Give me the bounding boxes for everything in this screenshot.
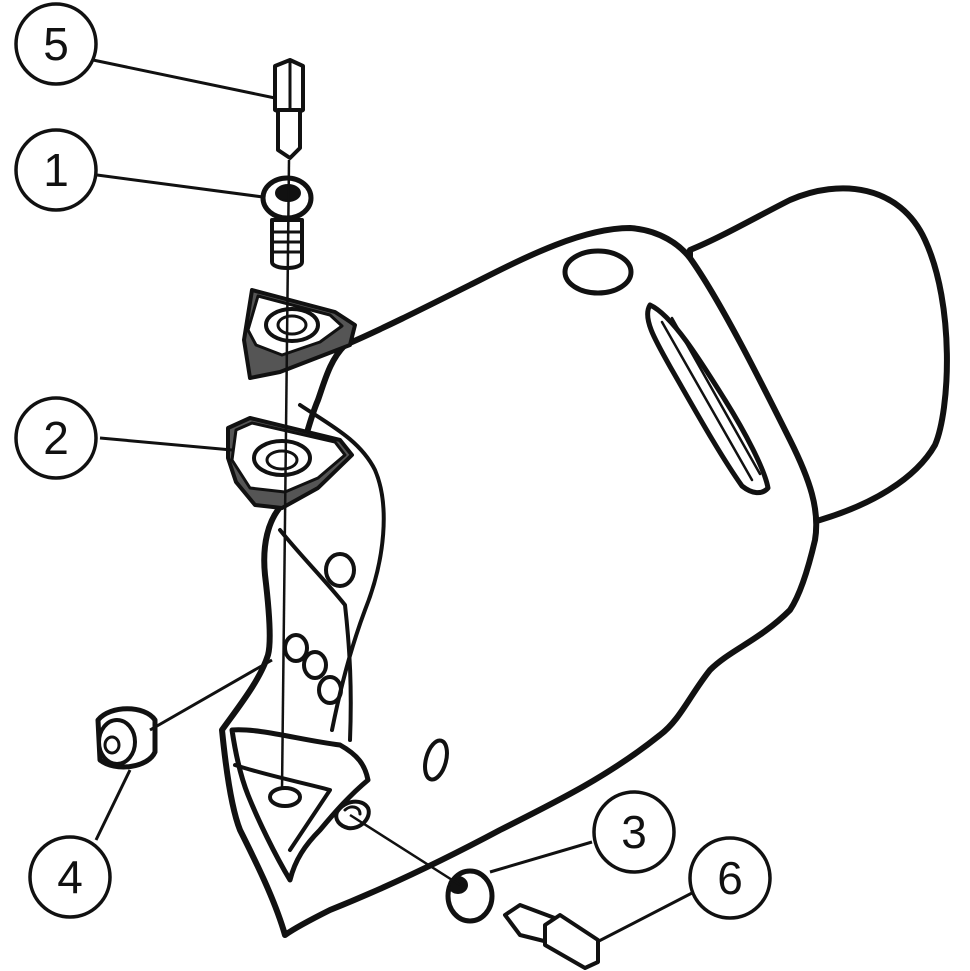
spacer-nut <box>95 706 158 770</box>
callout-2-label: 2 <box>43 412 69 464</box>
adjust-screw <box>445 868 495 924</box>
hex-key-bottom <box>503 903 600 970</box>
callout-2-circle <box>14 396 98 480</box>
leader-3 <box>489 840 593 874</box>
callout-5-circle <box>14 2 98 86</box>
leader-4b <box>149 658 273 732</box>
callout-1-circle <box>14 128 98 212</box>
seat-pocket-face <box>233 763 332 852</box>
holder-slot <box>645 302 771 496</box>
flute-edge-inner <box>278 528 353 742</box>
leader-2 <box>99 436 233 452</box>
cutting-insert <box>242 288 357 380</box>
holder-side-hole <box>423 738 449 782</box>
leader-1 <box>96 173 264 199</box>
flute-hole-3 <box>302 650 328 680</box>
holder-body-outline <box>219 225 820 938</box>
adjust-axis-line <box>349 813 461 887</box>
leader-4 <box>94 769 132 841</box>
leader-5 <box>92 58 276 100</box>
callout-6-circle <box>688 836 772 920</box>
callout-5: 5 <box>14 2 98 86</box>
callout-3-label: 3 <box>621 806 647 858</box>
insert-hole-inner <box>276 314 308 336</box>
callout-4: 4 <box>28 835 112 919</box>
key-top-tip <box>276 108 302 160</box>
seat-screw-hole <box>268 786 302 808</box>
callout-3: 3 <box>592 790 676 874</box>
callout-6-label: 6 <box>717 852 743 904</box>
leader-lines <box>92 58 693 944</box>
shim-hole-inner <box>265 449 299 471</box>
callout-2: 2 <box>14 396 98 480</box>
seat-pocket <box>229 727 371 883</box>
slot-line-1 <box>660 320 754 482</box>
callout-3-circle <box>592 790 676 874</box>
callout-4-circle <box>28 835 112 919</box>
callout-6: 6 <box>688 836 772 920</box>
callout-5-label: 5 <box>43 18 69 70</box>
flute-edge-outer <box>298 403 386 732</box>
callout-1: 1 <box>14 128 98 212</box>
tool-holder-body <box>219 185 950 938</box>
callout-1-label: 1 <box>43 144 69 196</box>
slot-line-2 <box>670 316 762 476</box>
shim-part <box>226 416 354 510</box>
main-axis-line <box>280 159 291 791</box>
flute-hole-2 <box>283 633 309 663</box>
spacer-hole <box>103 735 121 755</box>
flute-hole-1 <box>324 552 356 588</box>
callout-4-label: 4 <box>57 851 83 903</box>
leader-6 <box>596 891 693 944</box>
holder-top-hole <box>562 248 634 296</box>
key-bottom-hex <box>543 913 600 970</box>
hex-key-top <box>273 58 305 160</box>
adjust-screw-hole-inner <box>343 805 362 816</box>
flute-hole-4 <box>317 675 343 705</box>
assembly-axes <box>280 159 461 887</box>
